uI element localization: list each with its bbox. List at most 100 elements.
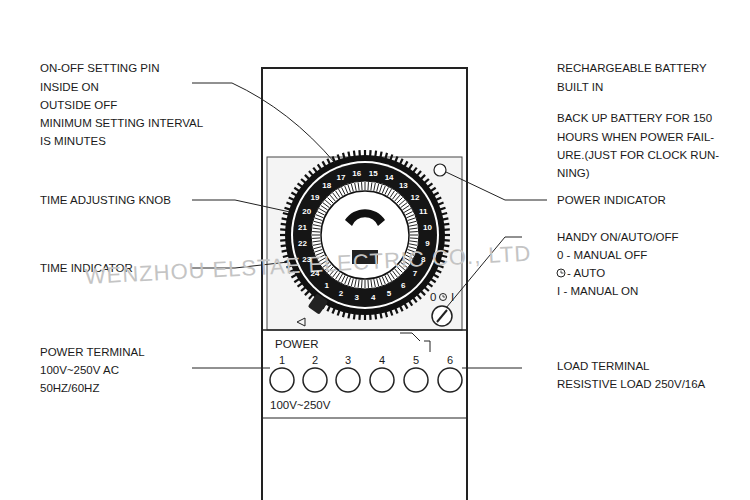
dial-hour-number: 14 xyxy=(385,172,394,181)
dial-marker xyxy=(345,209,385,226)
setting-pin xyxy=(355,279,357,287)
setting-pin xyxy=(351,278,353,286)
callout-text: HANDY ON/AUTO/OFF xyxy=(557,229,679,245)
dial-hour-number: 24 xyxy=(311,269,320,278)
switch-position-mark: I xyxy=(451,289,454,305)
setting-pin xyxy=(314,247,322,249)
callout-text: 100V~250V AC xyxy=(40,362,119,378)
callout-text: RECHARGEABLE BATTERY xyxy=(557,60,707,76)
timer-housing xyxy=(262,68,467,500)
time-adjusting-knob xyxy=(308,293,329,314)
setting-pin xyxy=(410,231,418,233)
callout-text: OUTSIDE OFF xyxy=(40,97,117,113)
callout-text: IS MINUTES xyxy=(40,133,106,149)
setting-pin xyxy=(361,280,363,288)
setting-pin xyxy=(404,209,411,213)
setting-pin xyxy=(409,244,417,246)
callout-text: NING) xyxy=(557,165,590,181)
setting-pin xyxy=(312,237,320,239)
setting-pin xyxy=(336,191,340,198)
setting-pin xyxy=(374,279,376,287)
terminal-number: 5 xyxy=(413,352,419,368)
dial-hour-number: 3 xyxy=(355,293,359,302)
callout-text: POWER TERMINAL xyxy=(40,344,145,360)
dial-hour-number: 21 xyxy=(298,222,307,231)
terminal-number: 2 xyxy=(312,352,318,368)
terminal-screw xyxy=(336,368,360,392)
terminal-strip-edge xyxy=(262,418,467,419)
setting-pin xyxy=(385,275,389,282)
setting-pin xyxy=(312,241,320,242)
callout-text: RESISTIVE LOAD 250V/16A xyxy=(557,376,705,392)
time-indicator-arrow xyxy=(297,318,305,326)
terminal-screw xyxy=(270,368,294,392)
setting-pin xyxy=(345,277,348,284)
setting-pin xyxy=(321,206,328,210)
setting-pin xyxy=(401,203,407,208)
setting-pin xyxy=(355,183,357,191)
setting-pin xyxy=(410,241,418,242)
setting-pin xyxy=(408,221,416,223)
setting-pin xyxy=(367,182,369,190)
setting-pin xyxy=(358,182,359,190)
setting-pin xyxy=(342,187,346,194)
dial-hour-number: 19 xyxy=(311,192,320,201)
setting-pin xyxy=(348,278,351,286)
dial-ring xyxy=(293,163,437,307)
setting-pin xyxy=(410,228,418,229)
dial-hour-number: 2 xyxy=(339,289,343,298)
callout-text: BUILT IN xyxy=(557,79,603,95)
switch-slot xyxy=(437,310,447,322)
setting-pin xyxy=(345,186,348,193)
setting-pin xyxy=(410,237,418,239)
dial-hour-number: 12 xyxy=(411,192,420,201)
leader-line xyxy=(446,172,547,200)
dial-hour-number: 17 xyxy=(336,172,345,181)
callout-text: 50HZ/60HZ xyxy=(40,380,99,396)
terminal-number: 6 xyxy=(447,352,453,368)
setting-pin xyxy=(313,244,321,246)
setting-pin xyxy=(407,215,414,218)
setting-pin xyxy=(365,182,366,190)
setting-pin xyxy=(371,280,372,288)
setting-pin xyxy=(312,235,320,236)
panel-divider xyxy=(262,329,467,331)
leader-line xyxy=(462,368,522,369)
dial-hour-number: 4 xyxy=(371,293,375,302)
terminal-screw xyxy=(438,368,462,392)
terminal-screw xyxy=(303,368,327,392)
setting-pin xyxy=(371,182,372,190)
switch-position-mark: 0 xyxy=(430,289,436,305)
dial-hour-number: 7 xyxy=(413,269,417,278)
setting-pin xyxy=(379,185,382,193)
dial-hour-number: 9 xyxy=(425,239,429,248)
callout-text: INSIDE ON xyxy=(40,79,99,95)
dial-hour-number: 15 xyxy=(369,168,378,177)
manual-switch xyxy=(432,306,452,326)
callout-text: LOAD TERMINAL xyxy=(557,358,649,374)
dial-hour-number: 1 xyxy=(324,280,328,289)
dial-hour-number: 10 xyxy=(423,222,432,231)
callout-text: MINIMUM SETTING INTERVAL xyxy=(40,115,203,131)
setting-pin xyxy=(351,184,353,192)
timer-dial xyxy=(280,150,450,320)
setting-pin xyxy=(316,215,323,218)
setting-pin xyxy=(408,218,416,221)
gear-teeth xyxy=(280,150,450,320)
leader-line xyxy=(192,200,290,212)
dial-hour-number: 23 xyxy=(302,255,311,264)
dial-hour-number: 13 xyxy=(399,181,408,190)
dial-hour-number: 16 xyxy=(352,168,361,177)
setting-pin xyxy=(402,206,409,210)
callout-text: - AUTO xyxy=(567,265,605,281)
callout-text: ON-OFF SETTING PIN xyxy=(40,60,159,76)
terminal-block xyxy=(270,368,462,392)
callout-text: 0 - MANUAL OFF xyxy=(557,247,647,263)
setting-pin xyxy=(319,209,326,213)
setting-pin xyxy=(405,212,412,216)
dial-hour-number: 11 xyxy=(419,206,427,215)
setting-pin xyxy=(348,185,351,193)
callout-text: URE.(JUST FOR CLOCK RUN- xyxy=(557,147,719,163)
setting-pin xyxy=(312,231,320,233)
